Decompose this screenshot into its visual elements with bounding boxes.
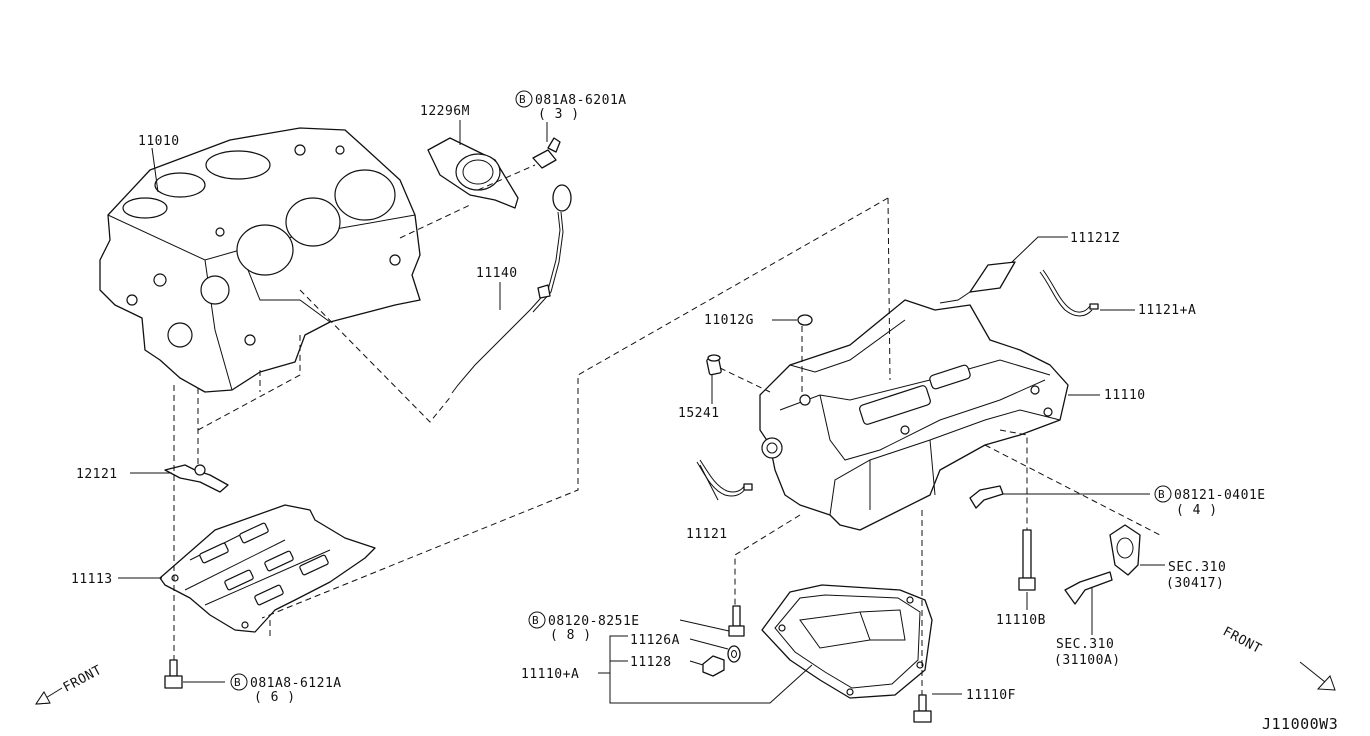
ladder-frame-drawing[interactable] xyxy=(159,504,376,633)
plug-11012g-drawing[interactable] xyxy=(797,314,813,326)
label-sec310-b: SEC.310 xyxy=(1056,637,1114,652)
label-12121: 12121 xyxy=(76,467,118,482)
stud-15241-drawing[interactable] xyxy=(706,354,722,376)
lower-oil-pan-drawing[interactable] xyxy=(761,584,933,699)
label-15241: 15241 xyxy=(678,406,720,421)
bolt-08121-0401e-drawing[interactable] xyxy=(969,485,1004,509)
oil-level-gauge-drawing[interactable] xyxy=(451,184,572,394)
bolt-11110f-drawing[interactable] xyxy=(913,694,932,723)
bolt-08120-8251e-drawing[interactable] xyxy=(728,605,745,637)
label-11121: 11121 xyxy=(686,527,728,542)
qty-08120-8251e: ( 8 ) xyxy=(550,628,592,643)
label-sec310-a: SEC.310 xyxy=(1168,560,1226,575)
washer-11126a-drawing[interactable] xyxy=(727,645,741,663)
b-marker-08121-0401e: B xyxy=(1154,485,1172,503)
bracket-12121-drawing[interactable] xyxy=(164,464,229,493)
ref-sec310-b: (31100A) xyxy=(1054,653,1121,668)
cylinder-block-drawing[interactable] xyxy=(99,127,421,393)
label-11121z: 11121Z xyxy=(1070,231,1120,246)
label-11121a: 11121+A xyxy=(1138,303,1196,318)
label-11110a: 11110+A xyxy=(521,667,579,682)
ref-sec310-a: (30417) xyxy=(1166,576,1224,591)
label-11110: 11110 xyxy=(1104,388,1146,403)
label-11140: 11140 xyxy=(476,266,518,281)
label-11012g: 11012G xyxy=(704,313,754,328)
sec310-30417-drawing[interactable] xyxy=(1109,524,1141,576)
qty-081a8-6121a: ( 6 ) xyxy=(254,690,296,705)
gasket-11121z-drawing[interactable] xyxy=(939,261,1016,304)
label-11110f: 11110F xyxy=(966,688,1016,703)
qty-081a8-6201a: ( 3 ) xyxy=(538,107,580,122)
front-arrow-left: FRONT xyxy=(35,663,105,705)
label-081a8-6201a: 081A8-6201A xyxy=(535,93,627,108)
label-11113: 11113 xyxy=(71,572,113,587)
sec310-31100a-drawing[interactable] xyxy=(1064,571,1113,605)
b-marker-081a8-6121a: B xyxy=(230,673,248,691)
label-11126a: 11126A xyxy=(630,633,680,648)
gasket-11121a-drawing[interactable] xyxy=(1039,269,1099,317)
front-label-right: FRONT xyxy=(1220,624,1264,657)
upper-oil-pan-drawing[interactable] xyxy=(759,299,1069,531)
label-11128: 11128 xyxy=(630,655,672,670)
bolt-081a8-6121a-drawing[interactable] xyxy=(164,659,183,689)
svg-text:B: B xyxy=(234,676,241,689)
rear-oil-seal-drawing[interactable] xyxy=(427,137,519,209)
bolt-081a8-6201a-drawing[interactable] xyxy=(532,137,561,169)
diagram-code: J11000W3 xyxy=(1262,715,1338,733)
gasket-11121-drawing[interactable] xyxy=(696,459,753,497)
assembly-lines xyxy=(173,164,1161,695)
part-labels: 11010 12296M B 081A8-6201A ( 3 ) 11140 1… xyxy=(71,90,1266,705)
label-11110b: 11110B xyxy=(996,613,1046,628)
label-081a8-6121a: 081A8-6121A xyxy=(250,676,342,691)
qty-08121-0401e: ( 4 ) xyxy=(1176,503,1218,518)
label-12296m: 12296M xyxy=(420,104,470,119)
b-marker-08120-8251e: B xyxy=(528,611,546,629)
bolt-11110b-drawing[interactable] xyxy=(1018,529,1036,591)
leader-lines xyxy=(118,120,1165,704)
svg-text:B: B xyxy=(1158,488,1165,501)
b-marker-081a8-6201a: B xyxy=(515,90,533,108)
front-label-left: FRONT xyxy=(61,663,105,696)
svg-text:B: B xyxy=(532,614,539,627)
label-11010: 11010 xyxy=(138,134,180,149)
front-arrow-right: FRONT xyxy=(1220,624,1336,691)
svg-text:B: B xyxy=(519,93,526,106)
label-08120-8251e: 08120-8251E xyxy=(548,614,640,629)
drain-plug-11128-drawing[interactable] xyxy=(702,655,725,677)
label-08121-0401e: 08121-0401E xyxy=(1174,488,1266,503)
